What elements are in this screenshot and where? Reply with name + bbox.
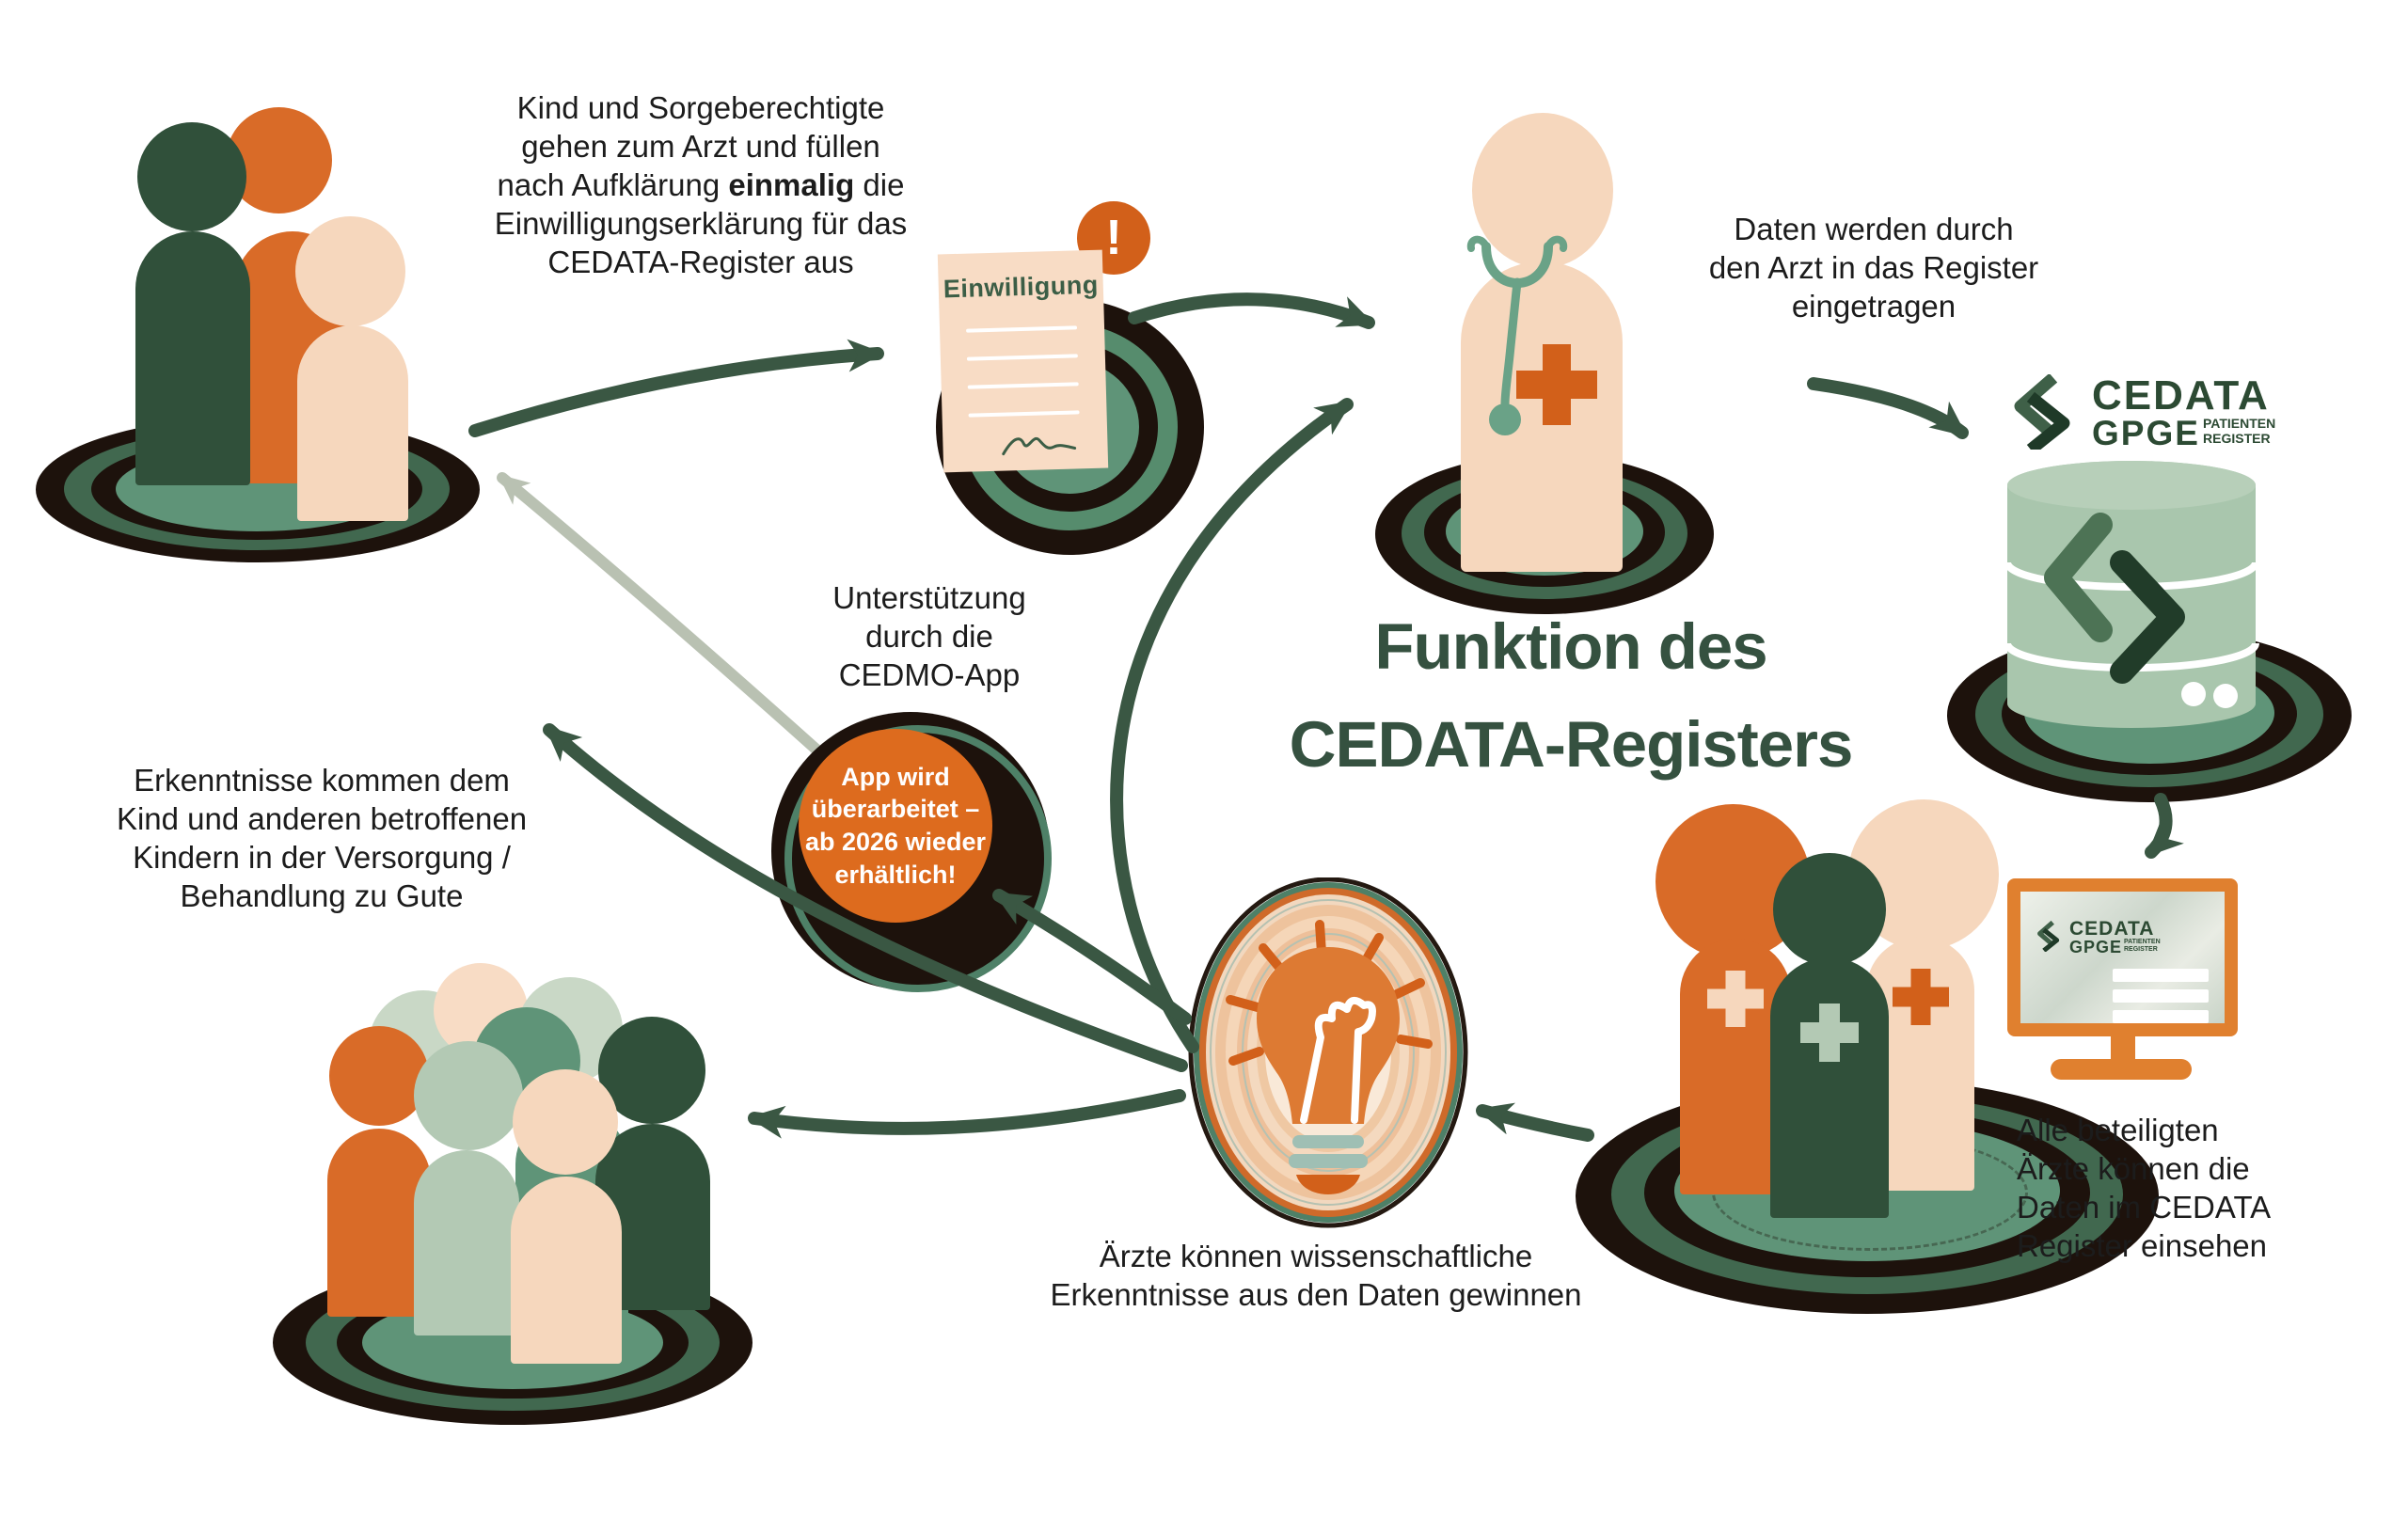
medical-cross-icon xyxy=(1893,969,1949,1025)
support-text-line: durch die xyxy=(865,618,993,654)
access-text-line: Alle beteiligten xyxy=(2017,1113,2219,1147)
entry-text-line: eingetragen xyxy=(1791,288,1956,324)
medical-cross-icon xyxy=(1800,1004,1859,1062)
parent-green-body xyxy=(135,231,250,485)
doctor-green-body xyxy=(1770,957,1889,1218)
cedata-logo-sub-line1: PATIENTEN xyxy=(2203,416,2276,431)
cedata-logo-name: CEDATA xyxy=(2092,372,2270,419)
child-body xyxy=(297,325,408,521)
crowd-body xyxy=(414,1150,519,1335)
crowd-body xyxy=(327,1129,431,1317)
consent-step-text: Kind und Sorgeberechtigte gehen zum Arzt… xyxy=(494,89,908,282)
cedata-logo-icon xyxy=(2014,374,2070,450)
crowd-head xyxy=(414,1041,523,1150)
page-title: Funktion des CEDATA-Registers xyxy=(1251,598,1891,793)
exclamation-glyph: ! xyxy=(1105,211,1122,265)
doctor-head xyxy=(1472,113,1613,268)
page-title-line1: Funktion des xyxy=(1374,610,1767,683)
outcome-text-line: Erkenntnisse kommen dem xyxy=(134,763,510,798)
stethoscope-icon xyxy=(1466,235,1568,435)
monitor-logo-org: GPGE xyxy=(2069,938,2123,956)
consent-text-line: Einwilligungserklärung für das xyxy=(494,205,908,241)
consent-text-line: gehen zum Arzt und füllen xyxy=(521,128,880,164)
consent-text-line: nach Aufklärung einmalig die xyxy=(494,166,908,205)
support-text-line: Unterstützung xyxy=(832,580,1026,615)
consent-text-line: CEDATA-Register aus xyxy=(547,244,854,279)
doctor-body xyxy=(1461,261,1623,572)
screen-text-bar xyxy=(2113,989,2209,1003)
insights-text-line: Ärzte können wissenschaftliche xyxy=(1099,1239,1533,1273)
page-title-line2: CEDATA-Registers xyxy=(1289,707,1854,781)
consent-document-icon: Einwilligung xyxy=(937,249,1109,473)
doctor-green-head xyxy=(1773,853,1886,966)
parent-green-head xyxy=(137,122,246,231)
access-text-line: Ärzte können die xyxy=(2017,1150,2250,1186)
cedata-logo-org: GPGE xyxy=(2092,414,2200,452)
consent-text-bold: einmalig xyxy=(728,166,855,202)
monitor-logo-sub-line2: REGISTER xyxy=(2124,946,2158,954)
cedata-logo-sub: PATIENTEN REGISTER xyxy=(2203,416,2275,446)
screen-text-bar xyxy=(2113,1010,2209,1023)
signature-icon xyxy=(1002,436,1077,456)
cedata-logo-icon-small xyxy=(2037,920,2060,952)
outcome-text: Erkenntnisse kommen dem Kind und anderen… xyxy=(87,762,557,916)
screen-text-bar xyxy=(2113,969,2209,982)
access-text-line: Register einsehen xyxy=(2017,1227,2267,1263)
outcome-text-line: Kind und anderen betroffenen xyxy=(116,800,528,836)
entry-text-line: den Arzt in das Register xyxy=(1708,249,2039,285)
consent-text-pre: nach Aufklärung xyxy=(497,166,729,202)
medical-cross-icon xyxy=(1516,344,1597,425)
entry-step-text: Daten werden durch den Arzt in das Regis… xyxy=(1686,211,2062,326)
database-icon xyxy=(2004,461,2259,728)
outcome-text-line: Kindern in der Versorgung / xyxy=(133,839,511,875)
cedata-logo-sub-line2: REGISTER xyxy=(2203,431,2271,447)
monitor-logo-sub: PATIENTEN REGISTER xyxy=(2124,939,2161,954)
entry-text-line: Daten werden durch xyxy=(1734,212,2014,246)
crowd-body xyxy=(511,1177,622,1364)
insights-text-line: Erkenntnisse aus den Daten gewinnen xyxy=(1050,1276,1582,1312)
monitor-base xyxy=(2051,1059,2192,1080)
crowd-head xyxy=(329,1026,429,1126)
crowd-head xyxy=(513,1069,618,1175)
monitor-logo-name: CEDATA xyxy=(2069,918,2155,940)
support-text-line: CEDMO-App xyxy=(838,656,1021,692)
consent-text-post: die xyxy=(854,166,905,202)
medical-cross-icon xyxy=(1707,971,1764,1027)
access-text: Alle beteiligten Ärzte können die Daten … xyxy=(2017,1112,2408,1266)
app-support-text: Unterstützung durch die CEDMO-App xyxy=(751,579,1108,695)
child-head xyxy=(295,216,405,326)
access-text-line: Daten im CEDATA xyxy=(2017,1189,2272,1225)
outcome-text-line: Behandlung zu Gute xyxy=(180,877,464,913)
insights-text: Ärzte können wissenschaftliche Erkenntni… xyxy=(1027,1238,1605,1315)
monitor-logo-sub-line1: PATIENTEN xyxy=(2124,939,2161,945)
consent-text-line: Kind und Sorgeberechtigte xyxy=(516,90,885,125)
